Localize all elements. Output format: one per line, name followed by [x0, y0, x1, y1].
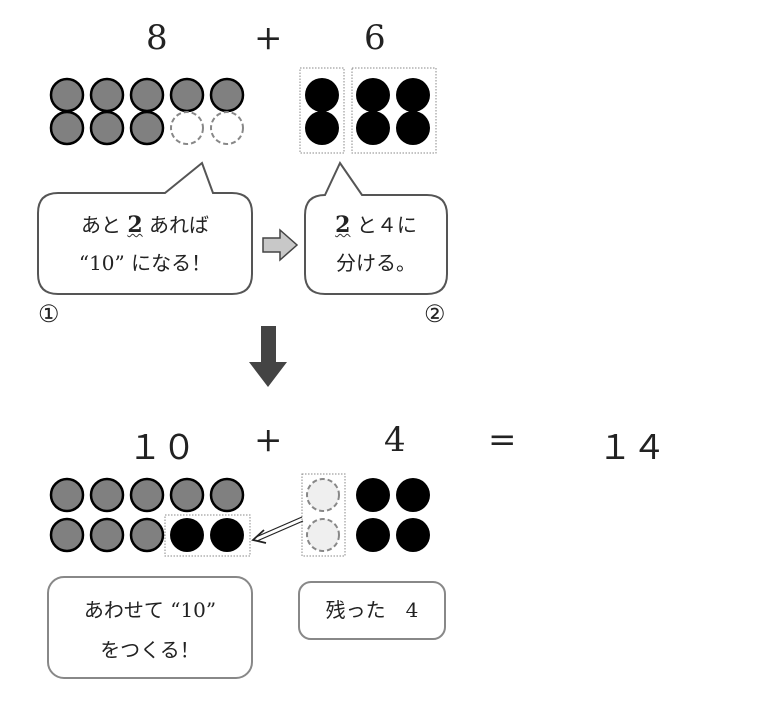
addend-4: 4: [384, 420, 406, 460]
gray-counter: [49, 477, 85, 513]
bubble-1-line1: あと 2 あれば: [38, 207, 252, 243]
box-3: [47, 576, 253, 679]
black-counter: [356, 111, 390, 145]
gray-counter: [129, 517, 165, 553]
gray-counter: [169, 477, 205, 513]
emphasis-2: 2: [127, 212, 143, 238]
box-4: [298, 581, 446, 640]
black-counter: [305, 111, 339, 145]
emphasis-2: 2: [335, 212, 351, 238]
right-arrow-icon: [262, 228, 299, 262]
bubble-1-line2: “10” になる！: [78, 251, 212, 275]
bubble-2-line1: 2 と４に: [305, 207, 447, 243]
empty-counter: [210, 111, 244, 145]
gray-counter: [49, 517, 85, 553]
double-arrow-icon: [251, 516, 304, 544]
gray-counter: [129, 477, 165, 513]
addend-8: 8: [146, 18, 168, 58]
step-label-1: ①: [38, 300, 60, 328]
group-box-four: [351, 67, 437, 154]
equals-sign: =: [488, 420, 517, 460]
empty-counter: [170, 111, 204, 145]
ten: １０: [128, 428, 196, 468]
step-label-2: ②: [424, 300, 446, 328]
gray-counter: [89, 110, 125, 146]
gray-counter: [49, 110, 85, 146]
down-arrow-icon: [249, 326, 287, 387]
box-3-line1: あわせて “10”: [83, 598, 217, 622]
plus-sign-2: +: [254, 420, 283, 460]
speech-bubble-1: [37, 161, 253, 295]
text: と４に: [356, 213, 417, 237]
empty-counter: [306, 478, 340, 512]
empty-counter: [306, 518, 340, 552]
plus-sign: +: [254, 18, 283, 58]
black-counter: [396, 478, 430, 512]
text: あれば: [149, 213, 210, 237]
gray-counter: [89, 477, 125, 513]
black-counter: [305, 78, 339, 112]
bubble-2-line2: 分ける。: [336, 251, 416, 275]
addend-6: 6: [364, 18, 386, 58]
text: あと: [80, 213, 121, 237]
gray-counter: [209, 477, 245, 513]
gray-counter: [129, 110, 165, 146]
gray-counter: [89, 517, 125, 553]
gray-counter: [169, 77, 205, 113]
black-counter: [396, 78, 430, 112]
black-counter: [356, 518, 390, 552]
gray-counter: [89, 77, 125, 113]
black-counter: [210, 518, 244, 552]
black-counter: [356, 78, 390, 112]
moved-box: [164, 514, 251, 557]
box-3-line2: をつくる！: [100, 638, 200, 662]
black-counter: [396, 111, 430, 145]
gray-counter: [49, 77, 85, 113]
black-counter: [170, 518, 204, 552]
gray-counter: [209, 77, 245, 113]
source-box: [301, 473, 346, 557]
box-4-text: 残った 4: [325, 598, 419, 622]
black-counter: [396, 518, 430, 552]
group-box-two: [299, 67, 345, 154]
result-14: １４: [598, 428, 666, 468]
speech-bubble-2: [304, 160, 448, 295]
black-counter: [356, 478, 390, 512]
gray-counter: [129, 77, 165, 113]
